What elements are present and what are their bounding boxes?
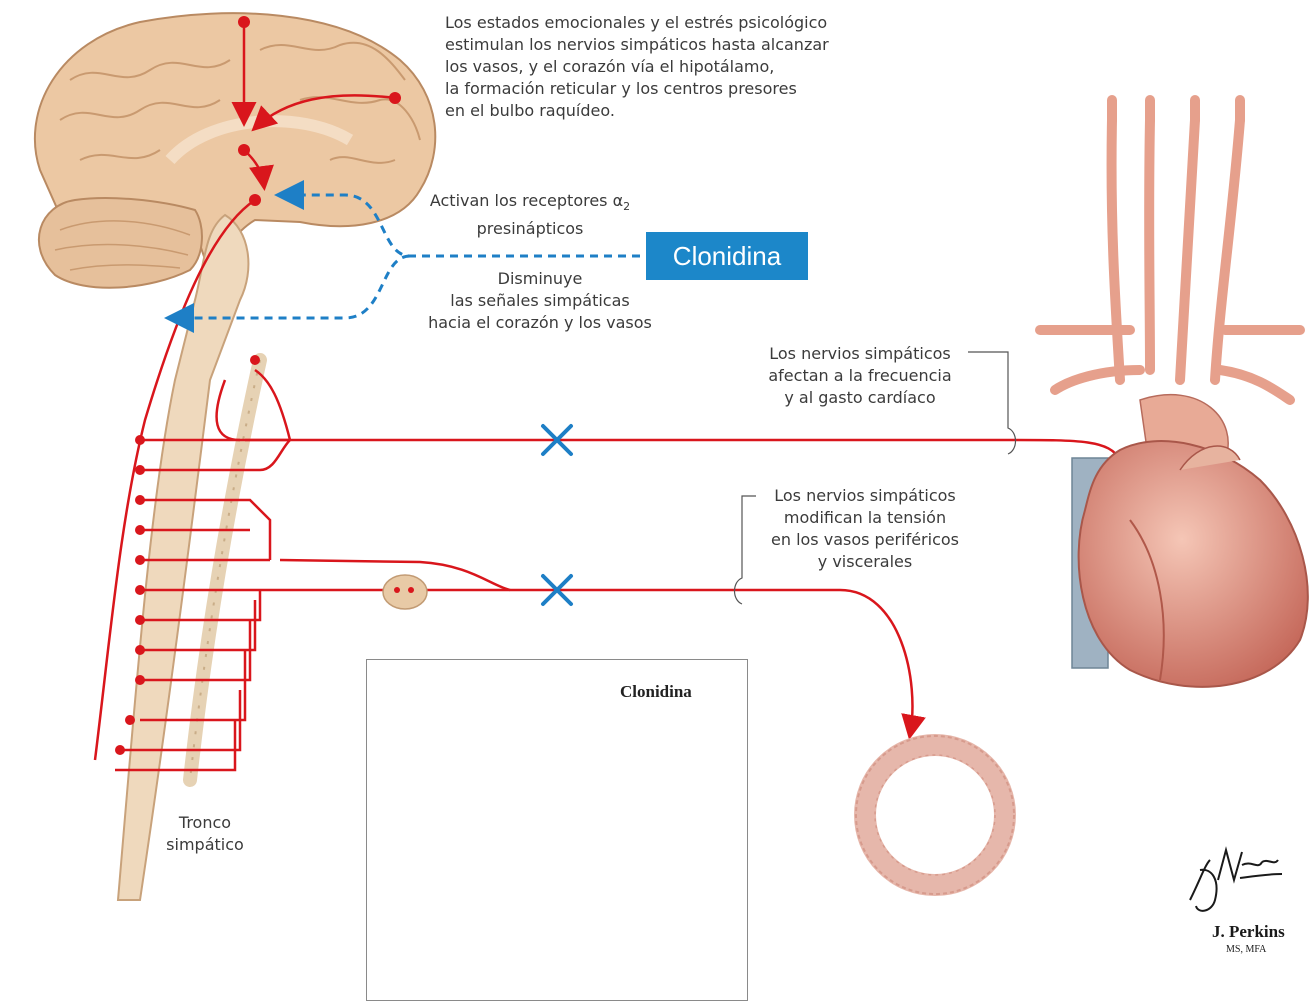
note-line: los vasos, y el corazón vía el hipotálam…	[445, 56, 905, 78]
trunk-line: simpático	[150, 834, 260, 856]
decrease-line: las señales simpáticas	[395, 290, 685, 312]
heart-effect-note: Los nervios simpáticos afectan a la frec…	[740, 343, 980, 409]
heart-illustration	[1040, 100, 1308, 687]
peripheral-ganglion	[383, 575, 427, 609]
vessel-note-line: y viscerales	[750, 551, 980, 573]
molecule-title: Clonidina	[620, 682, 692, 702]
note-line: la formación reticular y los centros pre…	[445, 78, 905, 100]
molecule-panel	[366, 659, 748, 1001]
emotional-stress-note: Los estados emocionales y el estrés psic…	[445, 12, 905, 122]
decrease-signals-label: Disminuye las señales simpáticas hacia e…	[395, 268, 685, 334]
vessel-note-line: modifican la tensión	[750, 507, 980, 529]
vessel-note-line: Los nervios simpáticos	[750, 485, 980, 507]
heart-note-line: Los nervios simpáticos	[740, 343, 980, 365]
note-line: en el bulbo raquídeo.	[445, 100, 905, 122]
heart-note-line: y al gasto cardíaco	[740, 387, 980, 409]
decrease-line: hacia el corazón y los vasos	[395, 312, 685, 334]
alpha2-line: presinápticos	[405, 218, 655, 240]
decrease-line: Disminuye	[395, 268, 685, 290]
netter-signature-logo	[1190, 850, 1282, 911]
alpha2-activation-label: Activan los receptores α2 presinápticos	[405, 190, 655, 240]
vessel-effect-note: Los nervios simpáticos modifican la tens…	[750, 485, 980, 573]
sympathetic-trunk-label: Tronco simpático	[150, 812, 260, 856]
note-line: estimulan los nervios simpáticos hasta a…	[445, 34, 905, 56]
vessel-note-line: en los vasos periféricos	[750, 529, 980, 551]
heart-note-line: afectan a la frecuencia	[740, 365, 980, 387]
illustrator-credential: MS, MFA	[1226, 944, 1266, 955]
alpha2-line: Activan los receptores α2	[405, 190, 655, 218]
note-line: Los estados emocionales y el estrés psic…	[445, 12, 905, 34]
illustrator-credit: J. Perkins	[1212, 922, 1285, 942]
blood-vessel-cross-section	[856, 736, 1014, 894]
trunk-line: Tronco	[150, 812, 260, 834]
